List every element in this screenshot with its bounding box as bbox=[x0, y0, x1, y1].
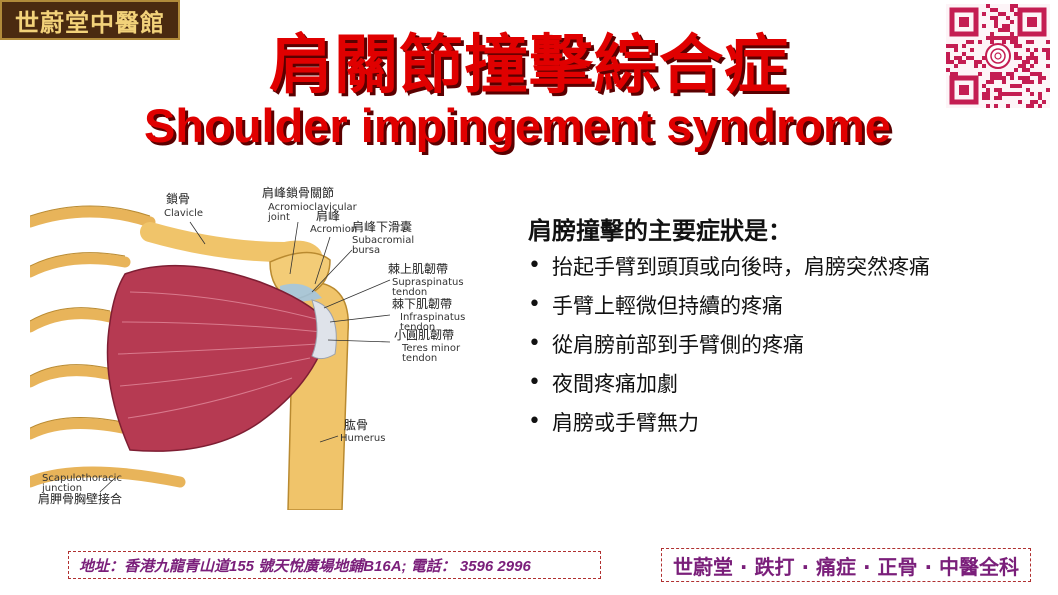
list-item: • 手臂上輕微但持續的疼痛 bbox=[528, 291, 930, 330]
rotator-tendons bbox=[311, 299, 337, 360]
label-ac-joint-en2: joint bbox=[268, 212, 290, 223]
symptom-text: 從肩膀前部到手臂側的疼痛 bbox=[552, 333, 804, 357]
label-clavicle-cn: 鎖骨 bbox=[166, 192, 191, 206]
symptoms-list: • 抬起手臂到頭頂或向後時，肩膀突然疼痛 • 手臂上輕微但持續的疼痛 • 從肩膀前部到… bbox=[528, 252, 930, 447]
clinic-logo: 世蔚堂中醫館 bbox=[0, 0, 180, 40]
label-teres-en1: Teres minor bbox=[402, 343, 461, 354]
scapula-muscle bbox=[106, 264, 331, 452]
label-infra-en1: Infraspinatus bbox=[400, 312, 466, 323]
label-humerus-en: Humerus bbox=[340, 433, 386, 444]
brand-box: 世蔚堂 · 跌打 · 痛症 · 正骨 · 中醫全科 bbox=[661, 548, 1031, 582]
label-acromion-en: Acromion bbox=[310, 224, 358, 235]
label-teres-cn: 小圓肌韌帶 bbox=[394, 328, 455, 342]
label-teres-en2: tendon bbox=[402, 353, 438, 364]
symptom-text: 夜間疼痛加劇 bbox=[552, 372, 678, 396]
label-supra-cn: 棘上肌韌帶 bbox=[388, 262, 449, 276]
label-bursa-en1: Subacromial bbox=[352, 235, 415, 246]
bullet-dot-icon: • bbox=[528, 331, 541, 356]
symptom-text: 抬起手臂到頭頂或向後時，肩膀突然疼痛 bbox=[552, 255, 930, 279]
address-box: 地址：香港九龍青山道155 號天悅廣場地鋪B16A; 電話： 3596 2996 bbox=[68, 551, 601, 579]
label-clavicle-en: Clavicle bbox=[164, 208, 204, 219]
bullet-dot-icon: • bbox=[528, 370, 541, 395]
list-item: • 夜間疼痛加劇 bbox=[528, 369, 930, 408]
list-item: • 抬起手臂到頭頂或向後時，肩膀突然疼痛 bbox=[528, 252, 930, 291]
list-item: • 肩膀或手臂無力 bbox=[528, 408, 930, 447]
symptoms-heading: 肩膀撞擊的主要症狀是： bbox=[528, 217, 792, 245]
label-bursa-cn: 肩峰下滑囊 bbox=[352, 220, 413, 234]
qr-code-icon[interactable] bbox=[946, 4, 1050, 108]
brand-text: 世蔚堂 · 跌打 · 痛症 · 正骨 · 中醫全科 bbox=[672, 554, 1020, 579]
label-ac-joint-en1: Acromioclavicular bbox=[268, 202, 357, 213]
leader-lines bbox=[99, 221, 391, 493]
label-scap-en1: Scapulothoracic bbox=[42, 473, 122, 484]
clavicle-bone bbox=[140, 222, 322, 266]
label-scap-cn: 肩胛骨胸壁接合 bbox=[38, 492, 123, 506]
bullet-dot-icon: • bbox=[528, 292, 541, 317]
label-bursa-en2: bursa bbox=[352, 245, 381, 256]
muscle-fibers bbox=[117, 291, 323, 419]
label-humerus-cn: 肱骨 bbox=[344, 418, 369, 432]
symptom-text: 手臂上輕微但持續的疼痛 bbox=[552, 294, 783, 318]
address-text: 地址：香港九龍青山道155 號天悅廣場地鋪B16A; 電話： 3596 2996 bbox=[79, 557, 531, 575]
logo-text: 世蔚堂中醫館 bbox=[15, 7, 165, 37]
label-supra-en2: tendon bbox=[392, 287, 428, 298]
label-scap-en2: junction bbox=[42, 483, 83, 494]
label-infra-en2: tendon bbox=[400, 322, 436, 333]
shoulder-anatomy-illustration: 鎖骨 Clavicle 肩峰鎖骨關節 Acromioclavicular joi… bbox=[30, 182, 468, 510]
label-ac-joint-cn: 肩峰鎖骨關節 bbox=[262, 186, 335, 200]
label-infra-cn: 棘下肌韌帶 bbox=[392, 297, 453, 311]
label-supra-en1: Supraspinatus bbox=[392, 277, 464, 288]
bullet-dot-icon: • bbox=[528, 253, 541, 278]
bullet-dot-icon: • bbox=[528, 409, 541, 434]
symptom-text: 肩膀或手臂無力 bbox=[552, 411, 699, 435]
page-title-english: Shoulder impingement syndrome bbox=[144, 99, 891, 152]
page-title-chinese: 肩關節撞擊綜合症 bbox=[269, 29, 789, 103]
label-acromion-cn: 肩峰 bbox=[316, 209, 341, 223]
list-item: • 從肩膀前部到手臂側的疼痛 bbox=[528, 330, 930, 369]
